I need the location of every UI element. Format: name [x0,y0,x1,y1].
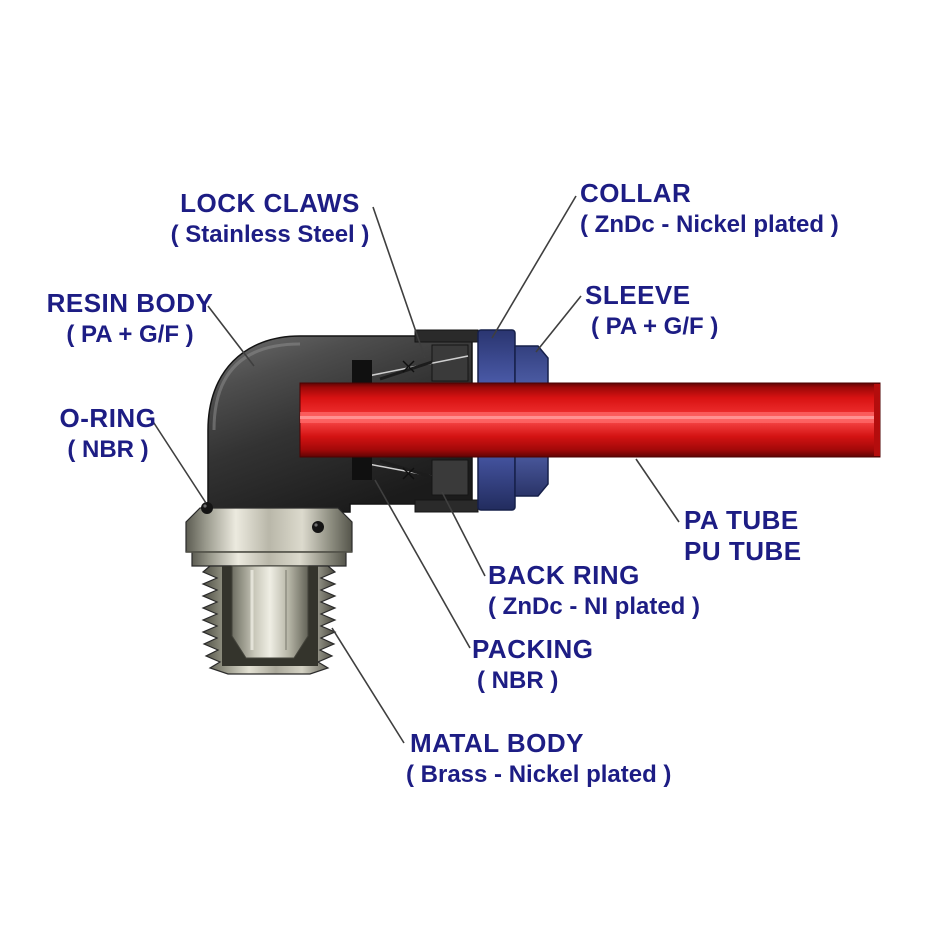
leader-line-pa-tube [635,458,680,523]
label-metal-body: MATAL BODY ( Brass - Nickel plated ) [406,728,671,790]
back-ring-shape [431,459,469,496]
label-packing: PACKING ( NBR ) [472,634,593,696]
label-title: PA TUBE [684,505,799,535]
label-subtitle: PU TUBE [684,536,802,566]
metal-body-hex-shape [185,507,353,567]
label-sleeve: SLEEVE ( PA + G/F ) [585,280,718,342]
leader-line-resin-body [207,305,255,367]
o-ring-shape [201,502,324,533]
label-subtitle: ( NBR ) [477,667,559,694]
leader-line-back-ring [441,491,486,577]
label-subtitle: ( PA + G/F ) [66,321,194,348]
metal-body-thread-shape [201,565,337,675]
packing-shape [352,360,372,480]
leader-line-lock-claws [372,206,426,359]
label-title: RESIN BODY [46,288,214,318]
label-collar: COLLAR ( ZnDc - Nickel plated ) [580,178,839,240]
label-o-ring: O-RING ( NBR ) [48,403,168,465]
label-subtitle: ( PA + G/F ) [591,313,719,340]
label-resin-body: RESIN BODY ( PA + G/F ) [40,288,220,350]
lock-claws-shape [357,344,469,484]
label-subtitle: ( ZnDc - NI plated ) [488,593,700,620]
leader-lines [151,195,680,744]
leader-line-packing [374,479,471,649]
leader-line-collar [491,195,577,339]
leader-line-sleeve [535,295,582,353]
label-title: BACK RING [488,560,640,590]
label-title: O-RING [59,403,157,433]
label-subtitle: ( ZnDc - Nickel plated ) [580,211,839,238]
label-title: SLEEVE [585,280,691,310]
leader-line-metal-body [331,627,405,744]
label-title: LOCK CLAWS [180,188,360,218]
label-title: MATAL BODY [410,728,584,758]
label-subtitle: ( Stainless Steel ) [170,221,370,248]
label-back-ring: BACK RING ( ZnDc - NI plated ) [488,560,700,622]
label-subtitle: ( Brass - Nickel plated ) [406,761,672,788]
label-title: COLLAR [580,178,692,208]
tube-shape [299,382,881,458]
label-lock-claws: LOCK CLAWS ( Stainless Steel ) [150,188,390,250]
label-subtitle: ( NBR ) [67,436,149,463]
leader-line-o-ring [151,419,207,504]
label-title: PACKING [472,634,594,664]
label-pa-tube: PA TUBE PU TUBE [684,505,802,567]
